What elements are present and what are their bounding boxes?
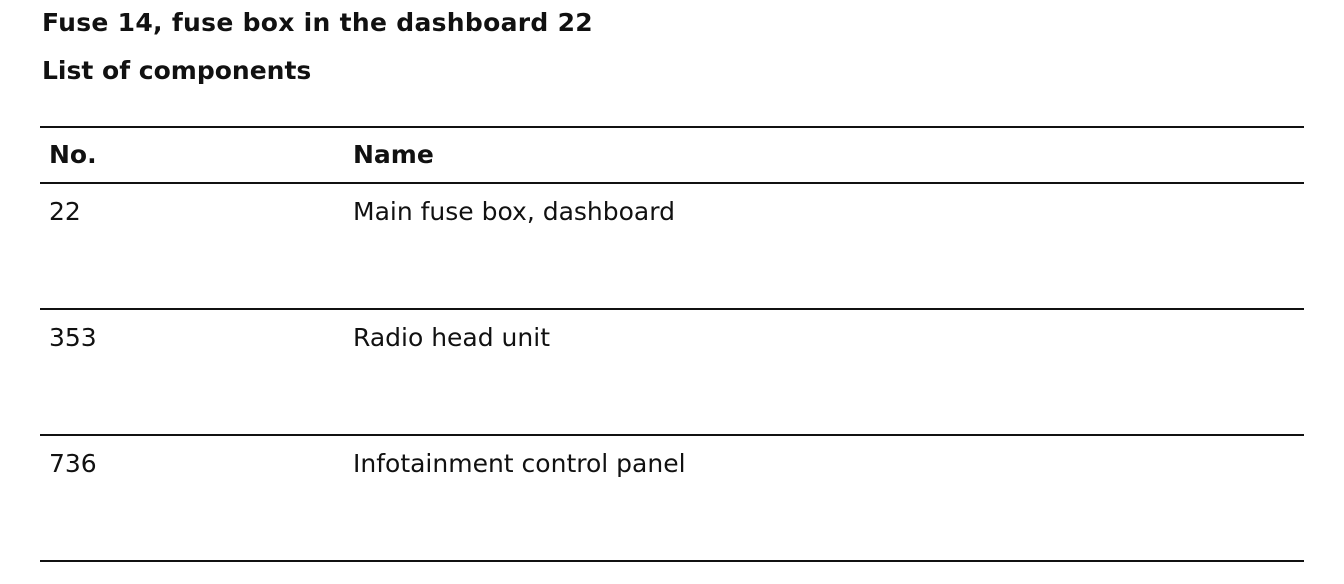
table-row: 22 Main fuse box, dashboard xyxy=(40,184,1304,308)
document-title: Fuse 14, fuse box in the dashboard 22 xyxy=(42,8,593,37)
row-name: Radio head unit xyxy=(353,323,550,352)
header-no: No. xyxy=(49,140,97,169)
row-no: 353 xyxy=(49,323,97,352)
header-rule xyxy=(40,182,1304,184)
row-rule xyxy=(40,308,1304,310)
document-subtitle: List of components xyxy=(42,56,312,85)
table-row: 353 Radio head unit xyxy=(40,310,1304,434)
table-row: 736 Infotainment control panel xyxy=(40,436,1304,560)
table-top-rule xyxy=(40,126,1304,128)
row-no: 22 xyxy=(49,197,81,226)
row-name: Infotainment control panel xyxy=(353,449,686,478)
row-name: Main fuse box, dashboard xyxy=(353,197,675,226)
components-table: No. Name 22 Main fuse box, dashboard 353… xyxy=(40,126,1304,562)
header-name: Name xyxy=(353,140,434,169)
row-rule xyxy=(40,434,1304,436)
row-no: 736 xyxy=(49,449,97,478)
table-header-row: No. Name xyxy=(40,128,1304,182)
table-bottom-rule xyxy=(40,560,1304,562)
